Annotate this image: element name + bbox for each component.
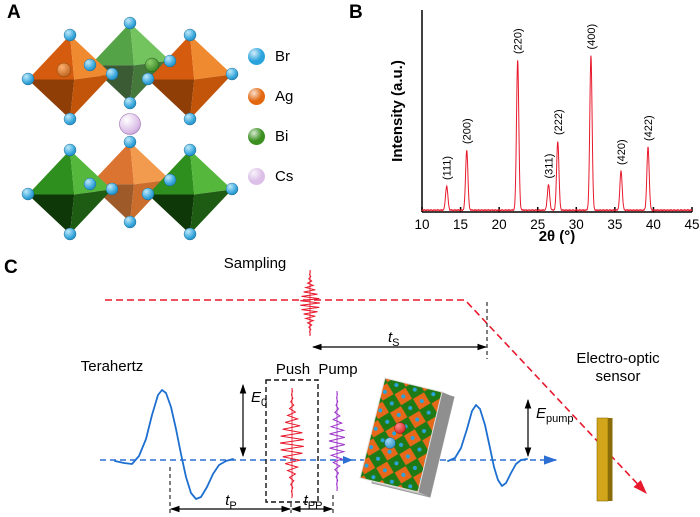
panel-c-label: C	[4, 257, 18, 278]
sensor-label-line1: Electro-optic	[576, 350, 660, 367]
electro-optic-sensor-label: Electro-optic sensor	[567, 350, 669, 385]
legend-label-bi: Bi	[275, 128, 289, 145]
pump-probe-schematic	[100, 269, 647, 513]
svg-text:(420): (420)	[616, 139, 628, 165]
svg-text:25: 25	[530, 217, 545, 232]
pump-label: Pump	[318, 361, 358, 378]
svg-text:(311): (311)	[544, 154, 556, 179]
svg-text:(111): (111)	[442, 156, 454, 180]
terahertz-label: Terahertz	[80, 358, 144, 375]
br-atom-icon	[248, 48, 265, 65]
ag-atom-icon	[248, 88, 265, 105]
svg-text:(222): (222)	[553, 109, 565, 135]
svg-text:45: 45	[684, 217, 699, 232]
svg-text:10: 10	[414, 217, 429, 232]
legend-label-cs: Cs	[275, 168, 294, 185]
e0-field-label: E0	[251, 389, 268, 409]
svg-text:30: 30	[569, 217, 584, 232]
panel-a-label: A	[7, 2, 21, 23]
atom-legend: Br Ag Bi Cs	[248, 48, 293, 185]
svg-text:(400): (400)	[586, 24, 598, 50]
svg-text:20: 20	[492, 217, 507, 232]
push-label: Push	[275, 361, 311, 378]
xrd-pattern-chart: 10 15 20 25 30 35 40 45 Intensity (a.u.) 2θ (°) (1…	[389, 10, 700, 245]
svg-text:15: 15	[453, 217, 468, 232]
sampling-label: Sampling	[223, 255, 287, 272]
svg-text:40: 40	[646, 217, 661, 232]
tp-delay-label: tP	[225, 492, 237, 512]
legend-item-bi: Bi	[248, 128, 293, 145]
crystal-structure-diagram	[21, 16, 239, 241]
sensor-label-line2: sensor	[595, 367, 641, 385]
legend-item-ag: Ag	[248, 88, 293, 105]
svg-text:Intensity (a.u.): Intensity (a.u.)	[389, 60, 406, 162]
legend-label-br: Br	[275, 48, 290, 65]
svg-text:2θ (°): 2θ (°)	[539, 228, 576, 245]
bi-atom-icon	[248, 128, 265, 145]
legend-item-br: Br	[248, 48, 293, 65]
legend-label-ag: Ag	[275, 88, 294, 105]
svg-text:35: 35	[607, 217, 622, 232]
svg-text:(422): (422)	[643, 115, 655, 141]
epump-field-label: Epump	[536, 405, 574, 425]
cs-atom-icon	[248, 168, 265, 185]
svg-text:(200): (200)	[462, 118, 474, 144]
legend-item-cs: Cs	[248, 168, 293, 185]
panel-b-label: B	[349, 2, 363, 23]
svg-text:(220): (220)	[513, 28, 525, 54]
tpp-delay-label: tPP	[303, 492, 323, 512]
ts-delay-label: tS	[388, 329, 400, 349]
